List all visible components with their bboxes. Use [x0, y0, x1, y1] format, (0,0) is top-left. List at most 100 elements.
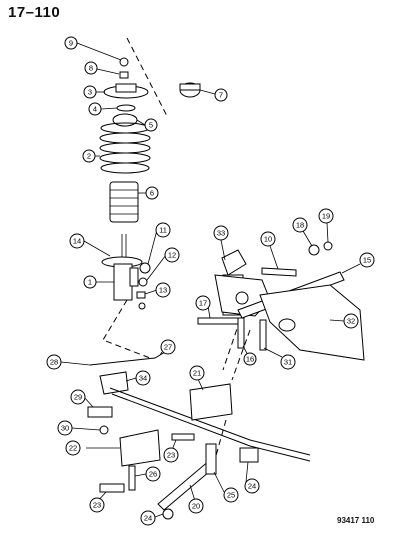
callout-circle-27: 27	[160, 339, 176, 355]
washer-part-18	[308, 244, 320, 256]
trailing-arm-part-32	[259, 284, 365, 361]
callout-circle-14: 14	[69, 233, 85, 249]
svg-text:3: 3	[88, 88, 92, 97]
callout-circle-7: 7	[214, 88, 228, 102]
callout-circle-8: 8	[84, 61, 98, 75]
callout-circle-22: 22	[65, 440, 81, 456]
svg-text:5: 5	[149, 121, 153, 130]
callout-circle-31: 31	[280, 354, 296, 370]
nut-part-11	[139, 262, 151, 274]
callout-circle-1: 1	[83, 275, 97, 289]
svg-text:8: 8	[89, 64, 93, 73]
svg-text:24: 24	[248, 482, 256, 491]
callout-circle-24-lower: 24	[140, 510, 156, 526]
svg-text:14: 14	[73, 237, 81, 246]
nut-part-24b	[162, 508, 174, 520]
svg-text:23: 23	[167, 451, 175, 460]
bolt-part-25	[205, 443, 217, 475]
callout-circle-23-upper: 23	[163, 447, 179, 463]
spring-seat-part-5	[112, 113, 138, 127]
strut-mount-assembly	[103, 57, 201, 127]
svg-text:13: 13	[159, 286, 167, 295]
page-title: 17–110	[8, 4, 61, 21]
retainer-part-29	[87, 406, 113, 418]
callout-circle-26: 26	[145, 466, 161, 482]
svg-text:10: 10	[264, 235, 272, 244]
nut-part-19	[323, 241, 333, 251]
svg-text:4: 4	[93, 105, 97, 114]
bracket-part-33	[221, 249, 247, 276]
figure-code: 93417 110	[337, 516, 375, 525]
svg-text:2: 2	[87, 152, 91, 161]
nut-part-30	[99, 425, 109, 435]
strut-assembly-part-1	[101, 234, 151, 310]
bolt-part-17	[197, 317, 239, 325]
bushing-part-24	[239, 447, 259, 463]
svg-text:1: 1	[88, 278, 92, 287]
svg-text:7: 7	[219, 91, 223, 100]
callout-circle-21: 21	[189, 365, 205, 381]
callout-circle-25: 25	[223, 487, 239, 503]
svg-text:12: 12	[168, 251, 176, 260]
callout-circle-6: 6	[145, 186, 159, 200]
svg-text:24: 24	[144, 514, 152, 523]
bolt-part-31	[259, 319, 267, 351]
svg-text:25: 25	[227, 491, 235, 500]
svg-text:6: 6	[150, 189, 154, 198]
svg-text:9: 9	[69, 39, 73, 48]
bolt-part-26	[128, 465, 136, 491]
svg-text:28: 28	[50, 358, 58, 367]
svg-text:34: 34	[139, 374, 147, 383]
callout-circle-3: 3	[83, 85, 97, 99]
callout-circle-15: 15	[359, 252, 375, 268]
callout-circle-19: 19	[318, 208, 334, 224]
bolt-part-23a	[171, 433, 195, 441]
bolt-part-23b	[99, 483, 125, 493]
callout-circle-4: 4	[88, 102, 102, 116]
bracket-part-22	[119, 429, 161, 467]
callout-circle-10: 10	[260, 231, 276, 247]
callout-circle-13: 13	[155, 282, 171, 298]
svg-text:27: 27	[164, 343, 172, 352]
callout-circle-20: 20	[188, 498, 204, 514]
callout-circle-30: 30	[57, 420, 73, 436]
callout-circle-9: 9	[64, 36, 78, 50]
link-part-28	[89, 351, 166, 366]
svg-text:30: 30	[61, 424, 69, 433]
bolt-part-10	[261, 267, 297, 277]
svg-text:16: 16	[246, 355, 254, 364]
callout-circle-33: 33	[213, 225, 229, 241]
svg-text:33: 33	[217, 229, 225, 238]
jounce-bumper-part-6	[109, 181, 139, 223]
svg-text:20: 20	[192, 502, 200, 511]
callout-circle-12: 12	[164, 247, 180, 263]
bushing-part-34	[99, 371, 129, 395]
bolt-part-16	[237, 317, 245, 349]
sway-bar-assembly	[87, 351, 311, 520]
svg-text:18: 18	[296, 221, 304, 230]
callout-circle-32: 32	[343, 313, 359, 329]
bolt-part-13	[136, 291, 146, 299]
svg-text:29: 29	[74, 393, 82, 402]
svg-text:26: 26	[149, 470, 157, 479]
callout-circle-5: 5	[144, 118, 158, 132]
washer-part-8	[119, 71, 129, 79]
bearing-part-4	[116, 104, 136, 112]
bracket-part-21	[189, 383, 233, 421]
sway-bar	[109, 387, 311, 456]
svg-text:31: 31	[284, 358, 292, 367]
svg-text:17: 17	[199, 299, 207, 308]
svg-text:21: 21	[193, 369, 201, 378]
knuckle-assembly	[197, 241, 365, 361]
svg-text:23: 23	[93, 501, 101, 510]
callout-circle-18: 18	[292, 217, 308, 233]
svg-text:15: 15	[363, 256, 371, 265]
callout-circle-11: 11	[155, 222, 171, 238]
coil-spring-part-2	[99, 122, 151, 174]
washer-part-12	[138, 277, 148, 287]
callout-circle-34: 34	[135, 370, 151, 386]
svg-text:19: 19	[322, 212, 330, 221]
nut-part-9	[119, 57, 129, 67]
